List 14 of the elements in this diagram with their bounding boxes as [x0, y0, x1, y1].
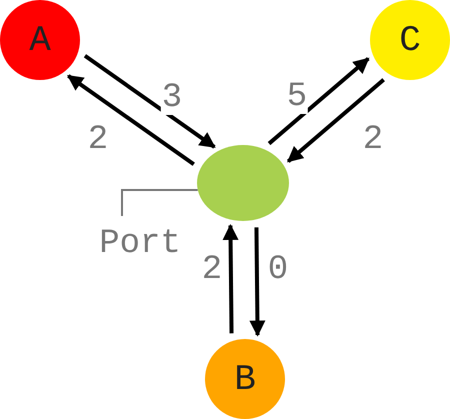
node-label: A — [29, 20, 51, 60]
port-label: Port — [86, 224, 194, 264]
node-circle — [370, 0, 450, 80]
node-circle — [0, 0, 80, 80]
arrow — [249, 227, 266, 337]
node-label: C — [399, 20, 421, 60]
leader-line — [121, 189, 198, 216]
edge-label: 5 — [286, 80, 308, 114]
arrow — [84, 54, 216, 149]
node-label: B — [234, 358, 256, 400]
arrow — [222, 224, 239, 334]
arrow — [67, 74, 195, 166]
arrow — [286, 78, 385, 163]
arrow — [268, 57, 370, 146]
